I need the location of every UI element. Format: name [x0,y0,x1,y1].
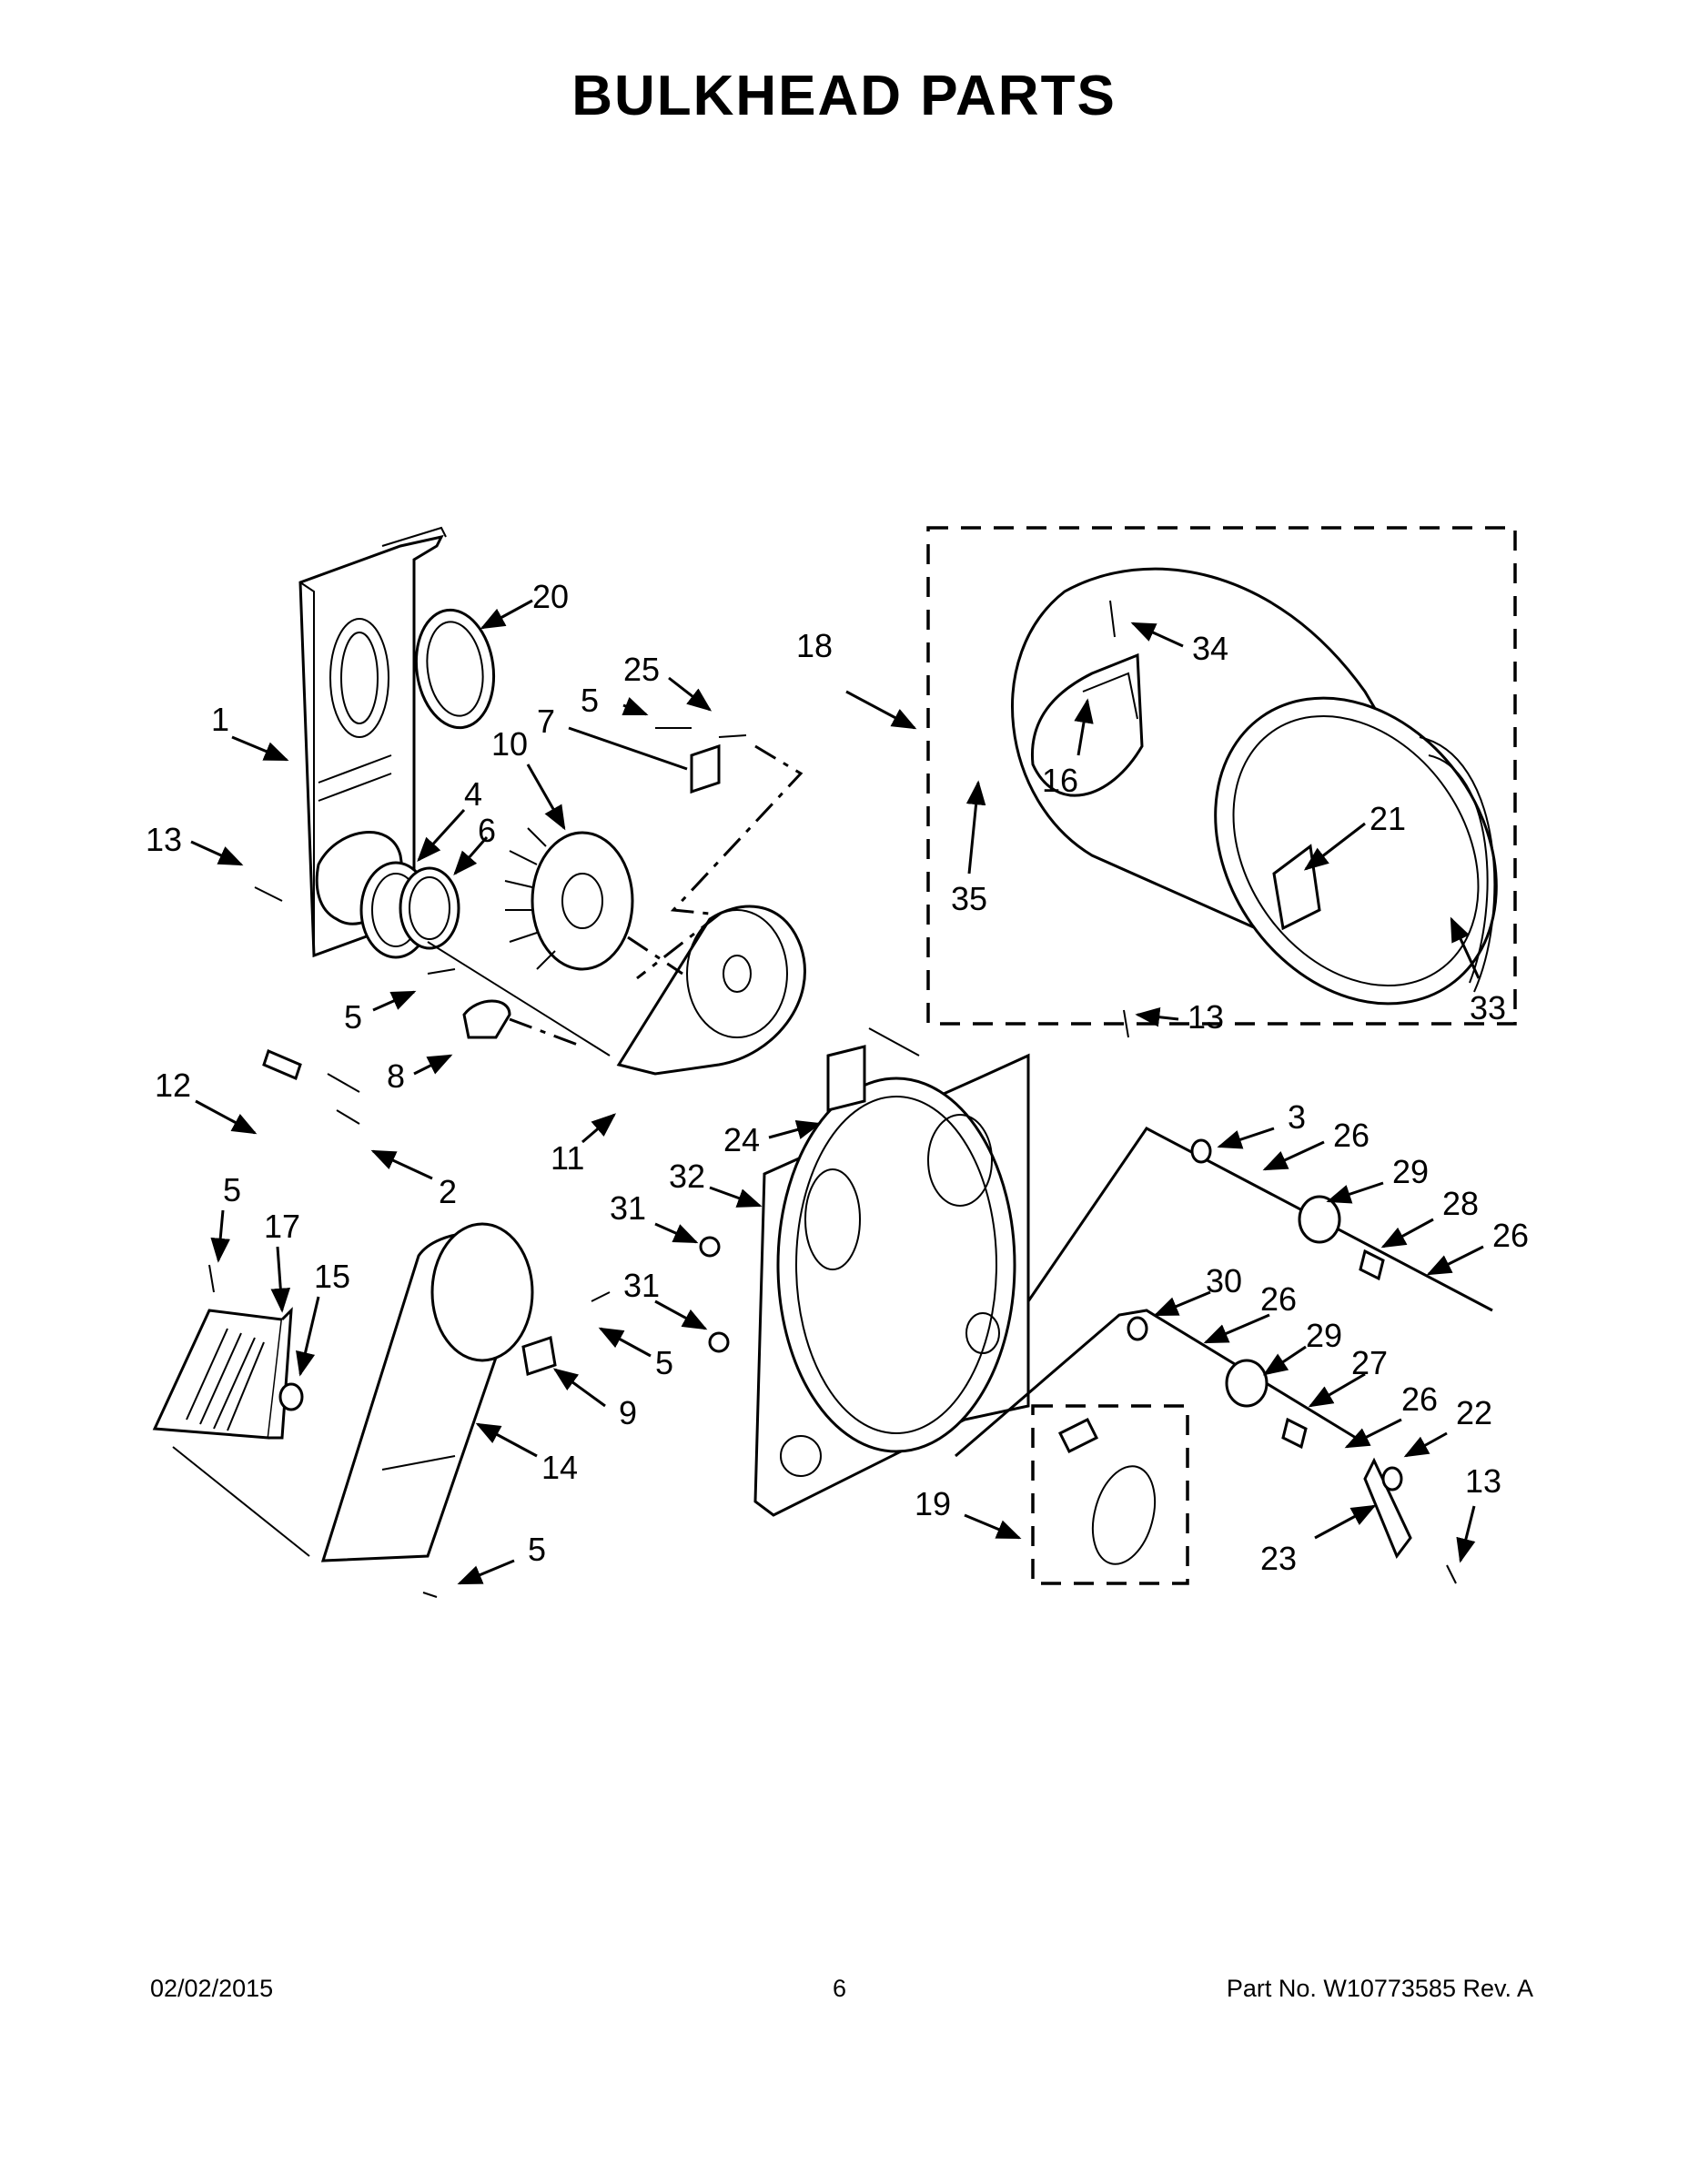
callout-13: 13 [146,821,182,858]
callout-12: 12 [155,1067,191,1104]
callout-23: 23 [1260,1540,1297,1577]
thermostat-part [462,999,511,1039]
page-title: BULKHEAD PARTS [571,65,1117,127]
callout-4: 4 [464,775,482,813]
callout-5: 5 [344,998,362,1036]
bracket-part [690,743,721,794]
fuse-part [278,1382,304,1411]
callout-14: 14 [541,1449,578,1486]
callout-29: 29 [1392,1153,1429,1190]
callout-13: 13 [1465,1462,1501,1500]
callout-21: 21 [1370,800,1406,837]
footer-part-number: Part No. W10773585 Rev. A [1226,1975,1533,2002]
callout-28: 28 [1442,1185,1479,1222]
blower-wheel-part [504,827,634,971]
callout-26: 26 [1333,1117,1370,1154]
roller-part [1225,1359,1269,1408]
callout-26: 26 [1401,1380,1438,1418]
callout-6: 6 [478,812,496,849]
footer-date: 02/02/2015 [150,1975,274,2002]
callout-8: 8 [387,1057,405,1095]
callout-7: 7 [537,703,555,740]
harness-box [1031,1404,1189,1585]
callout-13: 13 [1188,998,1224,1036]
callout-32: 32 [669,1158,705,1195]
drum-assembly-box [926,526,1517,1026]
callout-26: 26 [1260,1280,1297,1318]
bearing-seal-part [359,861,460,959]
callout-18: 18 [796,627,833,664]
callout-1: 1 [211,701,229,738]
blower-housing-part [616,905,806,1076]
callout-35: 35 [951,880,987,917]
callout-3: 3 [1288,1098,1306,1136]
callout-9: 9 [619,1394,637,1431]
duct-part [320,1222,534,1562]
callout-5: 5 [528,1531,546,1568]
callout-34: 34 [1192,630,1228,667]
callout-labels: 1 20 13 4 6 10 7 5 25 5 8 12 2 11 18 34 … [146,578,1529,1577]
clip-part [262,1048,302,1081]
drum-part [1011,567,1498,1006]
callout-30: 30 [1206,1262,1242,1299]
label-part [826,1045,866,1112]
callout-22: 22 [1456,1394,1492,1431]
screw-part [254,886,283,902]
callout-11: 11 [551,1139,584,1177]
heater-box-part [152,1307,293,1440]
callout-31: 31 [610,1189,646,1227]
roller-part [1298,1195,1341,1244]
footer-page-number: 6 [833,1975,847,2002]
callout-25: 25 [623,651,660,688]
rear-bulkhead-part [753,1053,1030,1517]
callout-10: 10 [491,725,528,763]
callout-15: 15 [314,1258,350,1295]
callout-16: 16 [1042,762,1078,799]
wire-harness-part [1057,1417,1157,1565]
callout-19: 19 [915,1485,951,1522]
callout-29: 29 [1306,1317,1342,1354]
callout-5: 5 [581,682,599,719]
callout-31: 31 [623,1267,660,1304]
callout-5: 5 [223,1171,241,1208]
callout-33: 33 [1470,989,1506,1026]
leader-lines [190,599,1484,1585]
callout-24: 24 [723,1121,760,1158]
sensor-bracket-part [521,1336,557,1376]
callout-20: 20 [532,578,569,615]
callout-27: 27 [1351,1344,1388,1381]
callout-2: 2 [439,1173,457,1210]
callout-26: 26 [1492,1217,1529,1254]
callout-5: 5 [655,1344,673,1381]
callout-17: 17 [264,1208,300,1245]
